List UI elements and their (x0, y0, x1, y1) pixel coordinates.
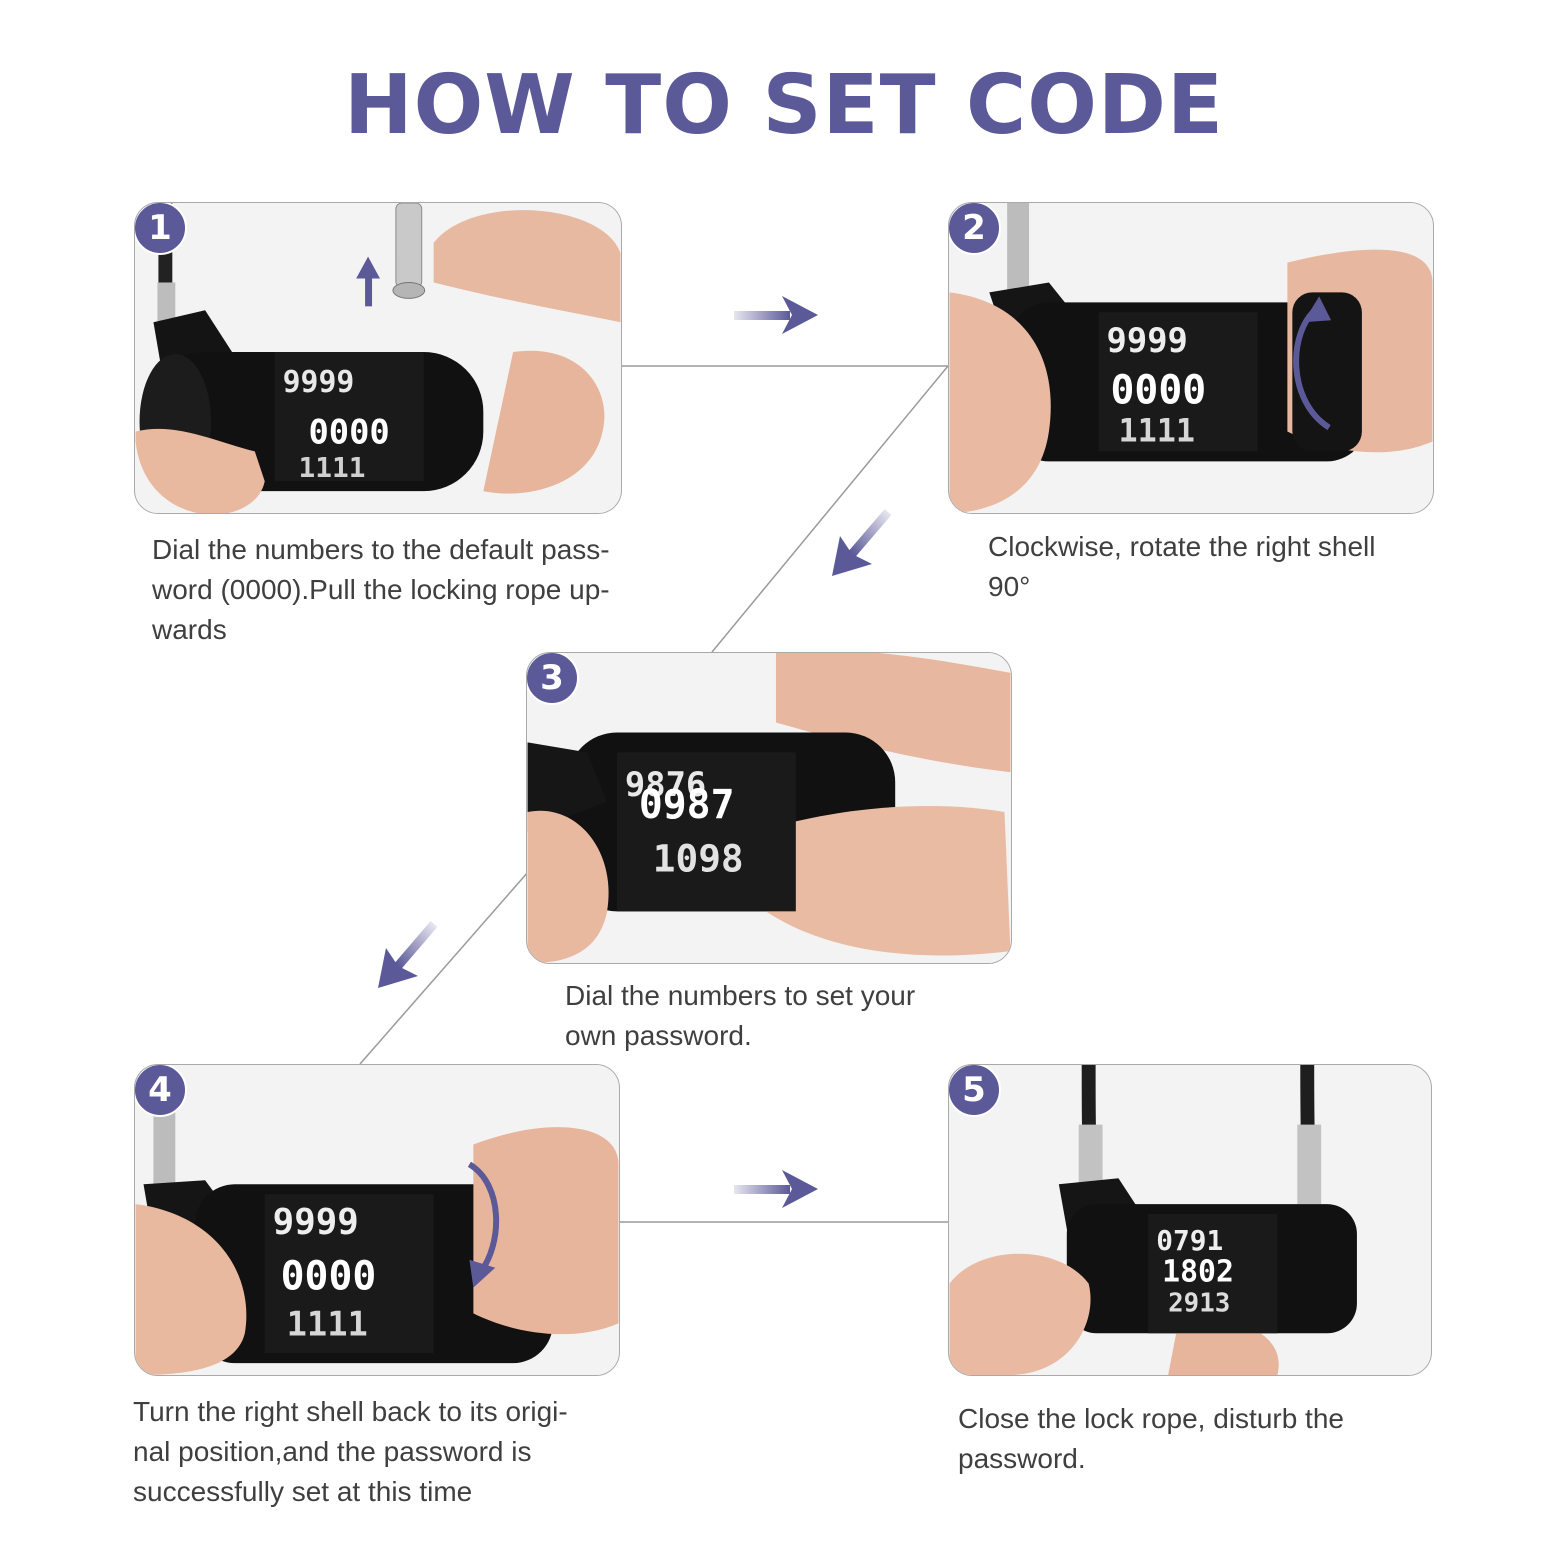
arrow-down-left-icon (832, 509, 892, 576)
dial-row-2: 0000 (281, 1254, 377, 1300)
step-5-caption: Close the lock rope, disturb the passwor… (958, 1403, 1344, 1474)
rotate-down-arrow-icon (467, 1161, 499, 1288)
step-number-badge: 4 (135, 1065, 187, 1117)
arrow-right-icon (734, 1170, 818, 1208)
dial-row-1: 9999 (283, 365, 355, 400)
step-number-badge: 3 (527, 653, 579, 705)
dial-row-2: 0987 (639, 782, 735, 828)
dial-row-3: 1098 (653, 837, 744, 881)
step-4-photo: 9999 0000 1111 4 (134, 1064, 620, 1376)
dial-row-1: 9876 (625, 765, 706, 804)
step-1-caption: Dial the numbers to the default pass- wo… (152, 534, 610, 645)
lock-illustration: 9876 0987 1098 (527, 653, 1011, 963)
lock-illustration: 9999 0000 1111 (135, 1065, 619, 1375)
lock-illustration: 9999 0000 1111 (135, 203, 621, 513)
step-5-photo: 0791 1802 2913 5 (948, 1064, 1432, 1376)
dial-row-3: 1111 (287, 1304, 368, 1343)
dial-row-2: 1802 (1162, 1255, 1234, 1290)
step-3-caption: Dial the numbers to set your own passwor… (565, 980, 916, 1051)
rotate-up-arrow-icon (1293, 296, 1332, 431)
step-number-badge: 1 (135, 203, 187, 255)
arrow-right-icon (734, 296, 818, 334)
step-2-caption: Clockwise, rotate the right shell 90° (988, 531, 1376, 602)
pull-up-arrow-icon (356, 256, 380, 307)
lock-illustration: 9999 0000 1111 (949, 203, 1433, 513)
step-4-caption: Turn the right shell back to its origi- … (133, 1396, 568, 1507)
dial-row-1: 9999 (1107, 321, 1188, 360)
step-2-photo: 9999 0000 1111 2 (948, 202, 1434, 514)
step-number-badge: 2 (949, 203, 1001, 255)
step-number-badge: 5 (949, 1065, 1001, 1117)
dial-row-2: 0000 (308, 412, 389, 451)
dial-row-3: 1111 (299, 451, 366, 484)
dial-row-3: 2913 (1168, 1288, 1230, 1318)
lock-illustration: 0791 1802 2913 (949, 1065, 1431, 1375)
dial-row-1: 0791 (1156, 1224, 1223, 1257)
step-1-photo: 9999 0000 1111 1 (134, 202, 622, 514)
arrow-down-left-icon (378, 921, 438, 988)
dial-row-2: 0000 (1111, 368, 1207, 414)
step-3-photo: 9876 0987 1098 3 (526, 652, 1012, 964)
dial-row-3: 1111 (1118, 412, 1195, 449)
dial-row-1: 9999 (273, 1202, 359, 1243)
page-title: HOW TO SET CODE (343, 58, 1225, 153)
